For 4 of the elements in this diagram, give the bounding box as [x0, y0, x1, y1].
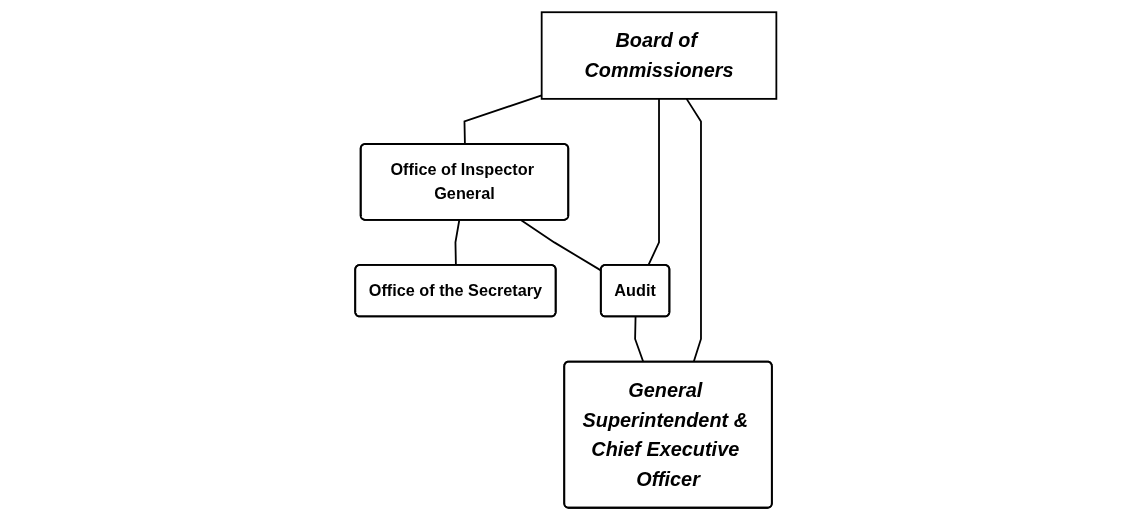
- connector: [685, 97, 703, 363]
- connector: [634, 315, 645, 363]
- node-box: Board of Commissioners: [540, 11, 778, 100]
- connector: [463, 94, 543, 146]
